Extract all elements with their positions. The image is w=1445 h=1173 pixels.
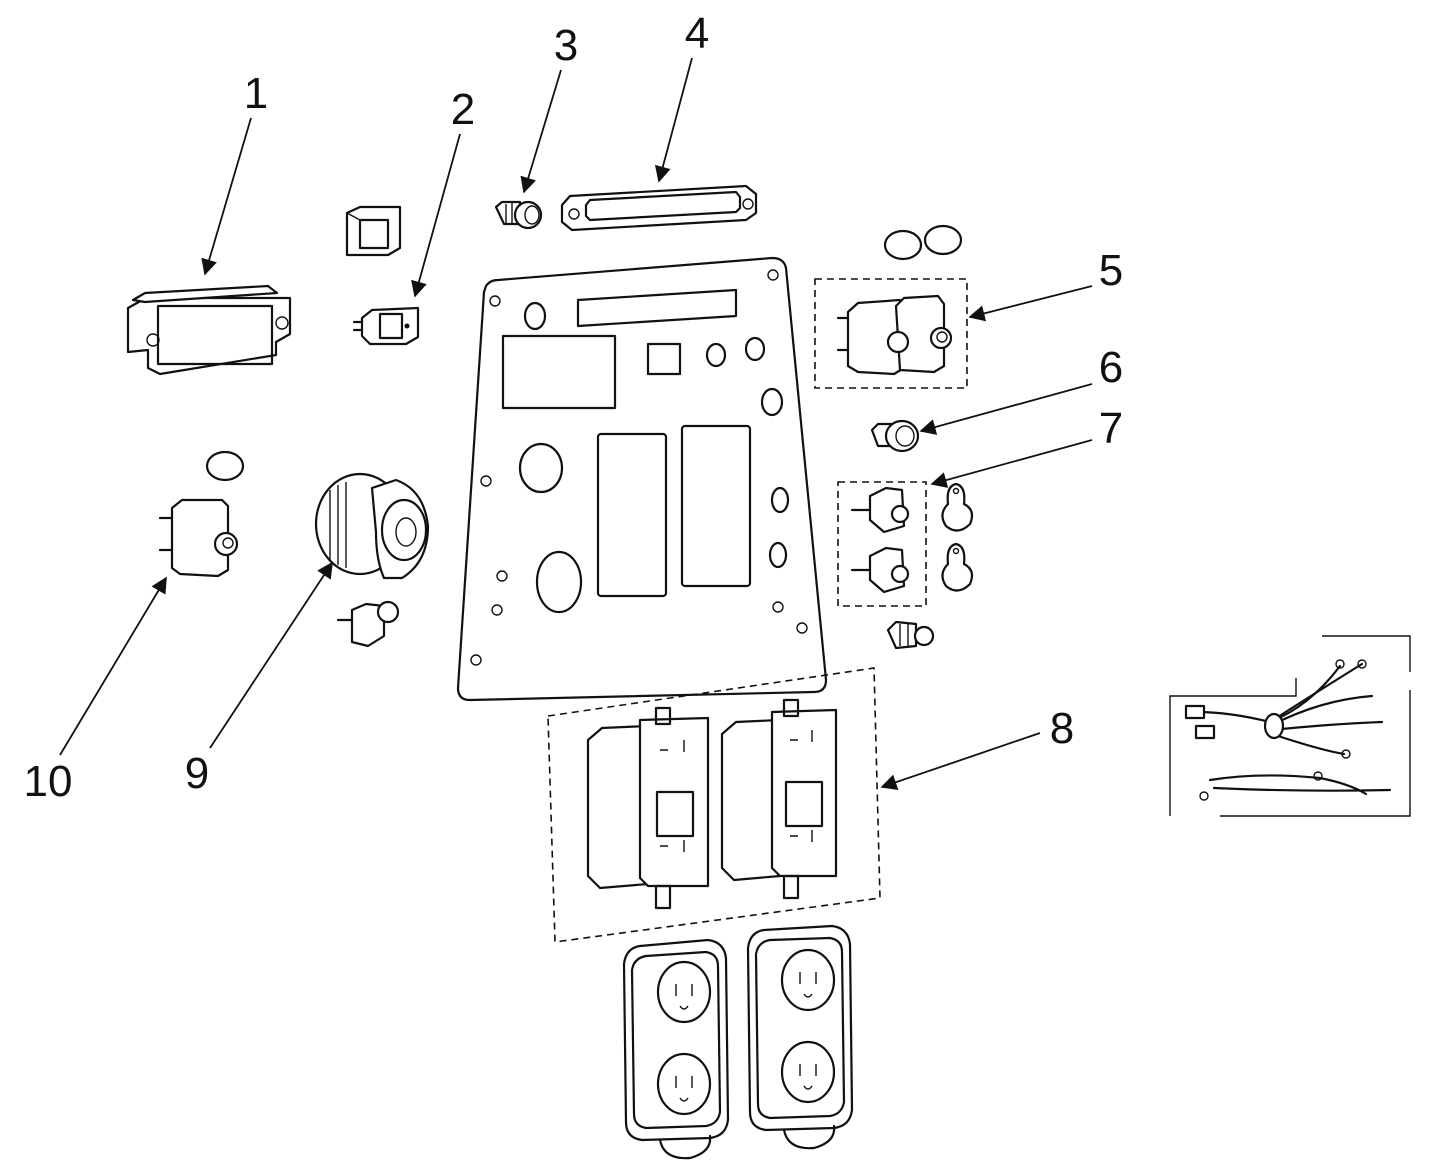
callout-4: 4 [685,9,709,58]
cover-strip [560,184,758,232]
indicator-light [494,200,543,230]
leader-10 [59,576,167,756]
callout-2: 2 [451,85,475,134]
leader-3 [520,69,562,194]
control-panel [456,256,828,702]
leader-6 [919,383,1093,435]
ground-post [886,620,935,650]
rocker-switch-cap [345,205,402,257]
push-button [870,419,920,453]
callout-8: 8 [1050,704,1074,753]
callout-numbers: 1 2 3 4 5 6 7 8 9 10 [24,9,1124,806]
callout-7: 7 [1099,404,1123,453]
single-breaker [158,450,245,578]
leader-5 [968,285,1093,322]
toggle-switch-group [837,481,974,607]
leader-4 [654,57,693,183]
leader-9 [209,561,333,749]
callout-5: 5 [1099,246,1123,295]
wiring-harness [1169,635,1411,817]
breaker-pair-group [814,224,968,389]
callout-10: 10 [24,757,73,806]
callout-6: 6 [1099,343,1123,392]
rocker-switch [352,306,420,346]
outlet-cover-left [622,938,730,1160]
leader-1 [201,117,252,276]
hour-meter [126,284,292,376]
callout-9: 9 [185,749,209,798]
leader-2 [411,133,461,298]
callout-1: 1 [244,69,268,118]
outlet-cover-right [746,924,854,1150]
leader-8 [880,732,1041,790]
leader-7 [930,439,1093,488]
leader-lines [59,57,1093,790]
gfci-outlet-group [547,667,881,943]
dc-socket [314,472,430,648]
callout-3: 3 [554,21,578,70]
